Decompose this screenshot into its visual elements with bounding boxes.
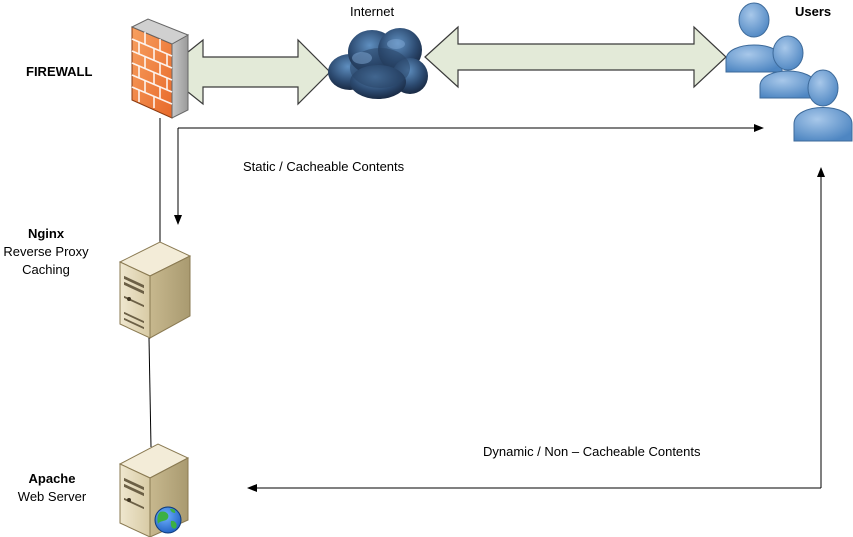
nginx-description-line2: Caching: [22, 262, 70, 277]
apache-name: Apache: [28, 471, 76, 486]
user-icon: [759, 35, 817, 99]
apache-label-block: Apache Web Server: [8, 470, 96, 506]
nginx-apache-link: [148, 337, 152, 448]
users-label: Users: [795, 4, 832, 19]
user-icon: [725, 2, 783, 73]
user-icon: [793, 69, 853, 142]
firewall-icon: [130, 18, 190, 119]
nginx-label-block: Nginx Reverse Proxy Caching: [0, 225, 92, 279]
internet-label: Internet: [350, 4, 395, 19]
users-icon: [725, 2, 853, 142]
nginx-name: Nginx: [27, 226, 65, 241]
static-content-label: Static / Cacheable Contents: [243, 159, 405, 174]
apache-description: Web Server: [17, 489, 87, 504]
cloud-icon: [328, 28, 428, 99]
globe-icon: [154, 506, 182, 534]
firewall-label: FIREWALL: [26, 64, 93, 79]
nginx-description-line1: Reverse Proxy: [3, 244, 89, 259]
dynamic-content-label: Dynamic / Non – Cacheable Contents: [483, 444, 701, 459]
internet-users-double-arrow: [424, 25, 727, 89]
server-icon: [118, 241, 192, 339]
